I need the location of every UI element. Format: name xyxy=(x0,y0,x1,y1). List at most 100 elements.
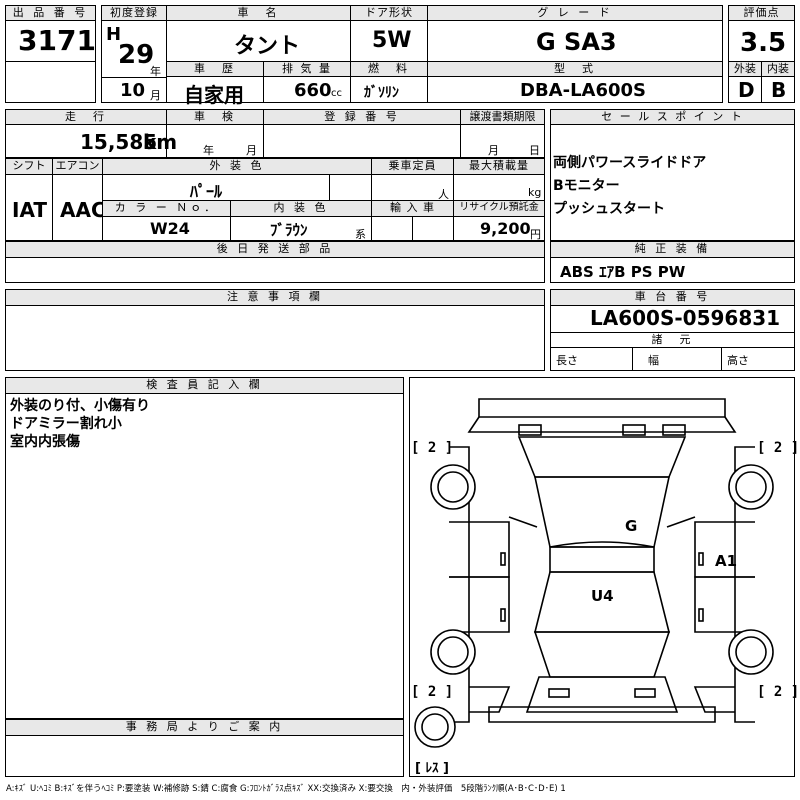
first-reg-year-unit: 年 xyxy=(150,65,161,78)
office-label: 事 務 局 よ り ご 案 内 xyxy=(5,719,404,736)
int-color-unit: 系 xyxy=(355,228,366,241)
import-box xyxy=(371,216,413,241)
interior-grade-label: 内装 xyxy=(761,61,795,77)
score-value: 3.5 xyxy=(740,28,787,58)
mileage-label: 走 行 xyxy=(5,109,167,125)
specs-label: 諸 元 xyxy=(550,332,795,348)
max-load-unit: kg xyxy=(528,186,542,199)
tire-fr-tread: [ 2 ] xyxy=(757,440,800,456)
sales-point-line-1: 両側パワースライドドア xyxy=(553,155,707,171)
specs-height: 高さ xyxy=(727,354,749,367)
inspector-line-1: 外装のり付、小傷有り xyxy=(10,398,150,414)
transfer-month-unit: 月 xyxy=(488,144,499,157)
int-color-value: ﾌﾞﾗｳﾝ xyxy=(270,221,308,239)
import-label: 輸 入 車 xyxy=(371,200,454,217)
equipment-box xyxy=(550,257,795,283)
specs-height-box xyxy=(721,347,795,371)
legend-text: A:ｷｽﾞ U:ﾍｺﾐ B:ｷｽﾞを伴うﾍｺﾐ P:要塗装 W:補修跡 S:錆 … xyxy=(6,784,566,794)
lot-box-lower xyxy=(5,61,96,103)
sales-point-label: セ ー ル ス ポ イ ン ト xyxy=(550,109,795,125)
door-label: ドア形状 xyxy=(350,5,428,21)
sales-point-box xyxy=(550,124,795,241)
inspector-label: 検 査 員 記 入 欄 xyxy=(5,377,404,394)
inspection-year-unit: 年 xyxy=(203,144,214,157)
max-load-label: 最大積載量 xyxy=(453,158,545,175)
color-no-value: W24 xyxy=(150,219,190,238)
first-reg-year: 29 xyxy=(118,40,155,70)
specs-width-box xyxy=(632,347,722,371)
shift-value: IAT xyxy=(12,198,48,222)
equipment-value: ABS ｴｱB PS PW xyxy=(560,263,686,281)
inspector-line-3: 室内内張傷 xyxy=(10,434,80,450)
later-parts-box xyxy=(5,257,545,283)
inspector-box xyxy=(5,393,404,719)
history-label: 車 歴 xyxy=(166,61,264,77)
interior-grade-value: B xyxy=(771,78,787,102)
damage-mark-g: G xyxy=(625,517,638,535)
capacity-label: 乗車定員 xyxy=(371,158,454,175)
ext-color-value: ﾊﾟｰﾙ xyxy=(190,182,223,201)
shift-label: シフト xyxy=(5,158,53,175)
model-value: DBA-LA600S xyxy=(520,80,646,101)
grade-value: G SA3 xyxy=(536,28,617,56)
car-name: タント xyxy=(234,34,301,59)
sales-point-line-3: プッシュスタート xyxy=(553,201,665,217)
damage-mark-u4: U4 xyxy=(591,587,614,605)
reg-no-box xyxy=(263,124,461,158)
aircon-value: AAC xyxy=(60,198,106,222)
spare-tire-label: [ ﾚｽ ] xyxy=(415,761,449,776)
mileage-unit: km xyxy=(143,130,178,154)
first-reg-label: 初度登録 xyxy=(101,5,167,21)
inspection-label: 車 検 xyxy=(166,109,264,125)
door-value: 5W xyxy=(372,28,412,53)
transfer-label: 譲渡書類期限 xyxy=(460,109,545,125)
notes-box xyxy=(5,305,545,371)
sales-point-line-2: Bモニター xyxy=(553,178,620,194)
tire-fl-tread: [ 2 ] xyxy=(411,440,454,456)
transfer-day-unit: 日 xyxy=(529,144,540,157)
model-box xyxy=(427,76,723,103)
inspector-line-2: ドアミラー割れ小 xyxy=(10,416,122,432)
lot-label: 出 品 番 号 xyxy=(5,5,96,21)
recycle-label: リサイクル預託金 xyxy=(453,200,545,217)
exterior-grade-value: D xyxy=(738,78,755,102)
grade-label: グ レ ー ド xyxy=(427,5,723,21)
displacement-unit: cc xyxy=(331,88,342,99)
chassis-value: LA600S-0596831 xyxy=(590,306,781,330)
ext-color-label: 外 装 色 xyxy=(102,158,372,175)
recycle-value: 9,200 xyxy=(480,219,531,238)
capacity-unit: 人 xyxy=(438,188,449,201)
later-parts-label: 後 日 発 送 部 品 xyxy=(5,241,545,258)
chassis-label: 車 台 番 号 xyxy=(550,289,795,306)
score-label: 評価点 xyxy=(728,5,795,21)
lot-number: 3171 xyxy=(18,24,96,57)
displacement-label: 排 気 量 xyxy=(263,61,351,77)
color-no-label: カ ラ ー Ｎｏ． xyxy=(102,200,231,217)
recycle-box xyxy=(453,216,545,241)
damage-mark-a1: A1 xyxy=(715,552,738,570)
office-box xyxy=(5,735,404,777)
fuel-value: ｶﾞｿﾘﾝ xyxy=(364,85,399,101)
notes-label: 注 意 事 項 欄 xyxy=(5,289,545,306)
interior-grade-box xyxy=(761,76,795,103)
fuel-label: 燃 料 xyxy=(350,61,428,77)
inspection-month-unit: 月 xyxy=(246,144,257,157)
history-value: 自家用 xyxy=(184,83,244,107)
specs-length: 長さ xyxy=(556,354,578,367)
int-color-label: 内 装 色 xyxy=(230,200,372,217)
ext-color-box-extra xyxy=(329,174,372,201)
car-diagram xyxy=(414,398,774,748)
transfer-box xyxy=(460,124,545,158)
model-label: 型 式 xyxy=(427,61,723,77)
first-reg-era: H xyxy=(106,24,122,45)
displacement-value: 660 xyxy=(294,80,332,101)
first-reg-month-unit: 月 xyxy=(150,89,161,102)
import-box-2 xyxy=(412,216,454,241)
tire-rr-tread: [ 2 ] xyxy=(757,684,800,700)
car-diagram-frame xyxy=(409,377,795,777)
mileage-value: 15,585 xyxy=(80,130,158,154)
reg-no-label: 登 録 番 号 xyxy=(263,109,461,125)
tire-rl-tread: [ 2 ] xyxy=(411,684,454,700)
specs-width: 幅 xyxy=(648,354,659,367)
recycle-unit: 円 xyxy=(530,228,541,241)
